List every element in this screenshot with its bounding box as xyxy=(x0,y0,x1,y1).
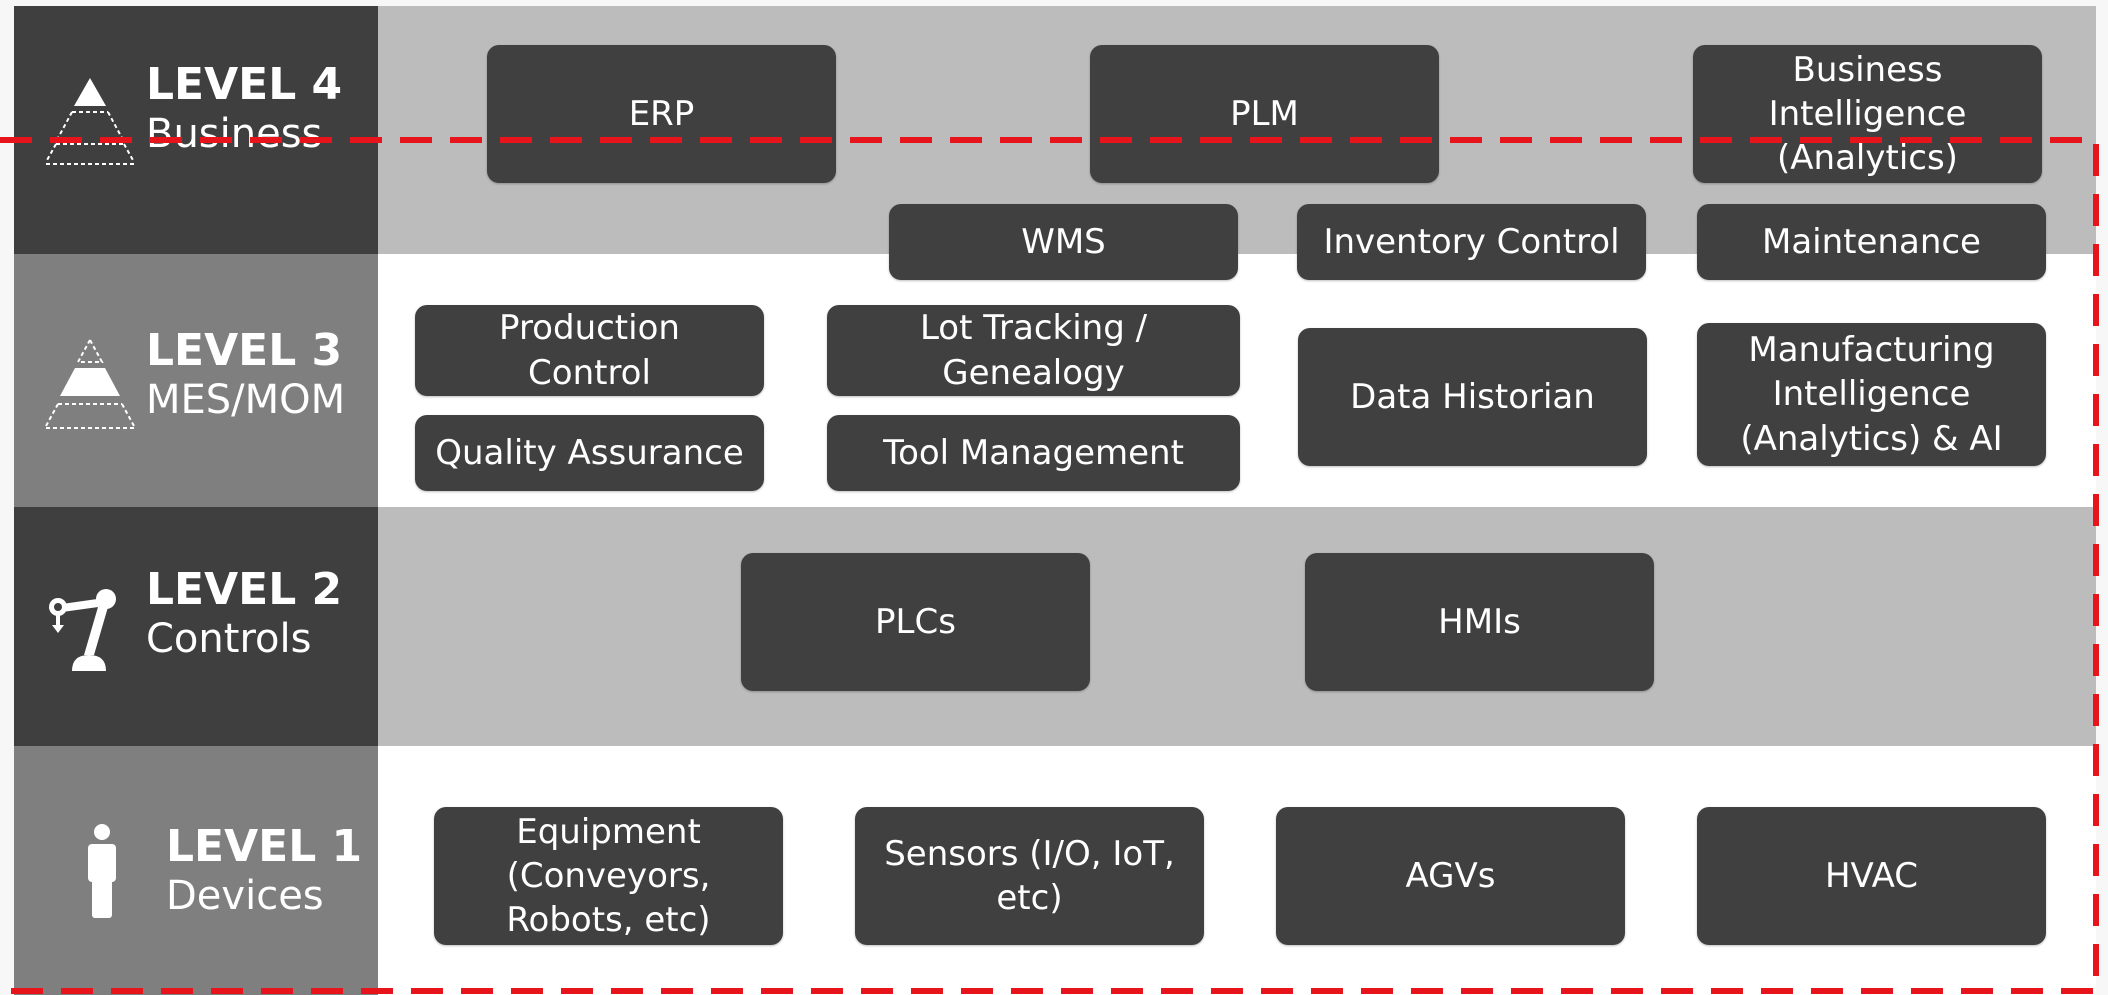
level-4-name: Business xyxy=(146,110,323,157)
plcs-box: PLCs xyxy=(741,553,1090,691)
manufacturing-intelligence-box: Manufacturing Intelligence (Analytics) &… xyxy=(1697,323,2046,466)
level-4-label: LEVEL 4 Business xyxy=(14,6,378,254)
level-3-number: LEVEL 3 xyxy=(146,325,343,376)
level-2-band xyxy=(378,507,2096,746)
business-intelligence-box: Business Intelligence (Analytics) xyxy=(1693,45,2042,183)
agvs-box: AGVs xyxy=(1276,807,1625,945)
level-3-name: MES/MOM xyxy=(146,376,346,423)
erp-box: ERP xyxy=(487,45,836,183)
pyramid-top-icon xyxy=(45,78,135,165)
level-1-label: LEVEL 1 Devices xyxy=(14,746,378,995)
level-3-label: LEVEL 3 MES/MOM xyxy=(14,254,378,507)
hmis-box: HMIs xyxy=(1305,553,1654,691)
inventory-control-box: Inventory Control xyxy=(1297,204,1646,280)
quality-assurance-box: Quality Assurance xyxy=(415,415,764,491)
lot-tracking-box: Lot Tracking / Genealogy xyxy=(827,305,1240,396)
level-2-number: LEVEL 2 xyxy=(146,564,343,615)
equipment-box: Equipment (Conveyors, Robots, etc) xyxy=(434,807,783,945)
hvac-box: HVAC xyxy=(1697,807,2046,945)
level-1-number: LEVEL 1 xyxy=(166,821,363,872)
tool-management-box: Tool Management xyxy=(827,415,1240,491)
pyramid-middle-icon xyxy=(45,337,135,429)
maintenance-box: Maintenance xyxy=(1697,204,2046,280)
level-2-label: LEVEL 2 Controls xyxy=(14,507,378,746)
production-control-box: Production Control xyxy=(415,305,764,396)
data-historian-box: Data Historian xyxy=(1298,328,1647,466)
level-4-number: LEVEL 4 xyxy=(146,59,343,110)
level-2-name: Controls xyxy=(146,615,312,662)
plm-box: PLM xyxy=(1090,45,1439,183)
sensors-box: Sensors (I/O, IoT, etc) xyxy=(855,807,1204,945)
level-1-name: Devices xyxy=(166,872,324,919)
person-icon xyxy=(88,824,116,918)
wms-box: WMS xyxy=(889,204,1238,280)
robot-arm-icon xyxy=(49,589,116,671)
